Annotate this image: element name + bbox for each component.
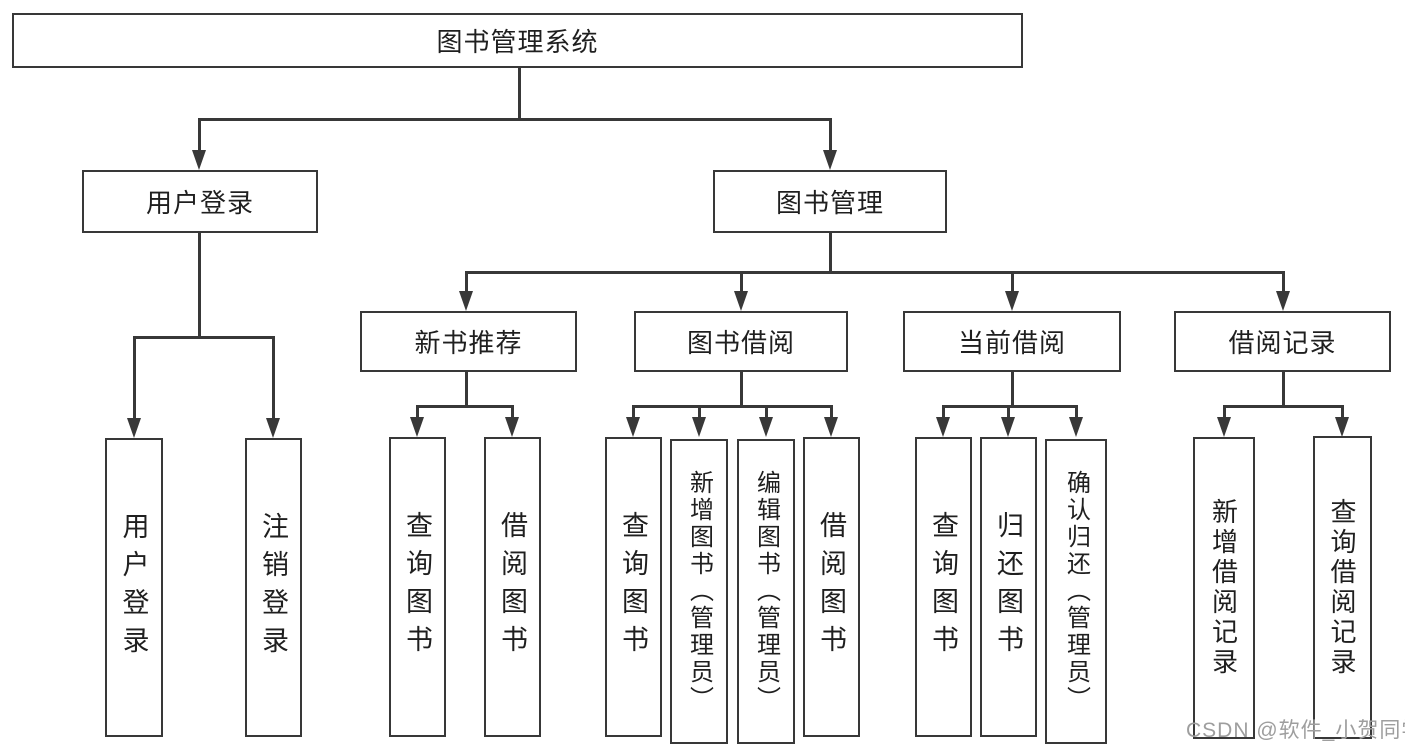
node-label: 图书管理系统 [436,27,599,57]
node-label: 查询图书 [928,511,958,663]
node-label: 归还图书 [993,511,1023,663]
node-label: 注销登录 [258,511,288,664]
connector [828,118,832,152]
connector [1010,372,1014,406]
connector [1341,405,1344,419]
leaf-user-login: 用户登录 [105,438,163,737]
leaf-query-borrow-record: 查询借阅记录 [1313,436,1372,739]
node-label: 当前借阅 [957,328,1066,358]
connector [1010,271,1014,293]
connector [197,118,201,152]
leaf-add-book-admin: 新增图书（管理员） [670,439,728,744]
node-label: 用户登录 [145,188,254,218]
node-label: 查询图书 [618,511,648,663]
connector [828,233,832,271]
arrow-down-icon [1004,291,1019,311]
connector [416,405,419,419]
arrow-down-icon [822,150,837,170]
arrow-down-icon [458,291,473,311]
node-book-management: 图书管理 [713,170,947,233]
connector [132,336,136,420]
connector [464,271,468,293]
node-label: 新书推荐 [414,328,523,358]
connector [197,118,831,121]
arrow-down-icon [626,417,640,437]
node-label: 借阅图书 [497,511,527,663]
connector [1222,405,1226,419]
node-new-book-recommendation: 新书推荐 [360,311,577,372]
leaf-logout: 注销登录 [245,438,302,737]
leaf-add-borrow-record: 新增借阅记录 [1193,437,1255,739]
connector [511,405,514,419]
connector [942,405,945,419]
node-label: 新增图书（管理员） [685,470,713,713]
leaf-query-books-borrowing: 查询图书 [605,437,662,737]
arrow-down-icon [936,417,950,437]
connector [764,405,768,419]
leaf-confirm-return-admin: 确认归还（管理员） [1045,439,1107,744]
connector [632,405,635,419]
node-label: 查询借阅记录 [1327,497,1357,678]
connector [1222,405,1343,408]
connector [830,405,833,419]
node-label: 查询图书 [402,511,432,663]
arrow-down-icon [691,417,706,437]
connector [517,68,521,118]
arrow-down-icon [758,417,773,437]
node-label: 图书借阅 [686,328,795,358]
arrow-down-icon [1275,291,1290,311]
connector [739,372,743,406]
node-borrowing-records: 借阅记录 [1174,311,1391,372]
connector [1281,271,1285,293]
arrow-down-icon [1068,417,1083,437]
arrow-down-icon [1216,417,1231,437]
connector [132,336,275,339]
node-label: 确认归还（管理员） [1062,470,1090,713]
arrow-down-icon [505,417,519,437]
arrow-down-icon [126,418,141,438]
arrow-down-icon [733,291,748,311]
connector [632,405,832,408]
node-label: 借阅记录 [1228,328,1337,358]
node-label: 新增借阅记录 [1208,498,1239,678]
node-label: 用户登录 [118,511,149,664]
leaf-borrow-books-recommend: 借阅图书 [484,437,541,737]
connector [1074,405,1078,419]
arrow-down-icon [1335,417,1349,437]
node-label: 编辑图书（管理员） [752,470,780,713]
arrow-down-icon [191,150,206,170]
node-book-borrowing: 图书借阅 [634,311,848,372]
leaf-query-books-current: 查询图书 [915,437,972,737]
node-current-borrowing: 当前借阅 [903,311,1121,372]
leaf-query-books-recommend: 查询图书 [389,437,446,737]
node-label: 图书管理 [775,188,884,218]
node-user-login: 用户登录 [82,170,318,233]
connector [697,405,701,419]
node-label: 借阅图书 [816,511,846,663]
connector [272,336,275,420]
connector [464,271,1285,274]
connector [464,372,468,406]
watermark: CSDN @软件_小贺同学 [1186,719,1405,742]
connector [739,271,743,293]
connector [1281,372,1285,406]
arrow-down-icon [266,418,280,438]
leaf-edit-book-admin: 编辑图书（管理员） [737,439,795,744]
node-library-system: 图书管理系统 [12,13,1023,68]
arrow-down-icon [410,417,424,437]
arrow-down-icon [1001,417,1015,437]
connector [197,233,201,336]
leaf-return-book: 归还图书 [980,437,1037,737]
leaf-borrow-books-borrowing: 借阅图书 [803,437,860,737]
connector [1007,405,1010,419]
connector [416,405,513,408]
arrow-down-icon [824,417,838,437]
